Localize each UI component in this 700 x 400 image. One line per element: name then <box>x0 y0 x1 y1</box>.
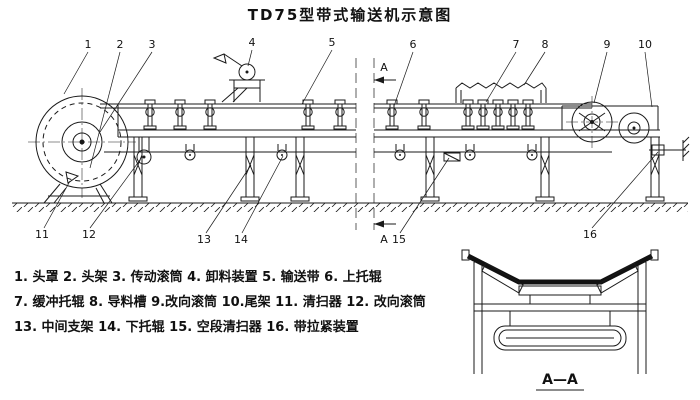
callout-4: 4 <box>249 36 256 49</box>
leader-line-9 <box>593 51 608 104</box>
section-arrow-bottom: A <box>374 220 396 246</box>
belt-cleaner <box>65 171 80 184</box>
legend-line-1: 1. 头罩 2. 头架 3. 传动滚筒 4. 卸料装置 5. 输送带 6. 上托… <box>14 269 382 285</box>
take-up-device <box>649 136 690 161</box>
leader-line-13 <box>205 164 252 234</box>
callout-7: 7 <box>513 38 520 51</box>
leader-line-12 <box>89 159 141 229</box>
callout-11: 11 <box>35 228 49 241</box>
leader-line-11 <box>43 180 71 229</box>
tail-section <box>561 96 690 161</box>
leader-line-1 <box>63 51 89 95</box>
section-label-group: A—A <box>536 372 584 391</box>
return-cleaner <box>443 152 461 162</box>
callout-12: 12 <box>82 228 96 241</box>
callout-6: 6 <box>410 38 417 51</box>
page-title: TD75型带式输送机示意图 <box>248 6 453 24</box>
section-view <box>461 249 659 374</box>
leader-line-8 <box>523 51 546 86</box>
leader-line-14 <box>241 155 284 234</box>
discharge-device <box>212 53 265 103</box>
callout-16: 16 <box>583 228 597 241</box>
belt-and-frame <box>100 103 660 153</box>
section-label: A—A <box>542 372 578 388</box>
bend-pulley-head <box>136 137 152 165</box>
callout-15: 15 <box>392 233 406 246</box>
leader-line-3 <box>99 51 153 133</box>
leader-line-16 <box>591 151 659 229</box>
buffer-idlers <box>461 99 535 130</box>
section-arrow-top: A <box>374 61 396 84</box>
callout-2: 2 <box>117 38 124 51</box>
callout-numbers: 1 2 3 4 5 6 7 8 9 10 11 12 13 14 15 16 <box>35 36 652 246</box>
callout-8: 8 <box>542 38 549 51</box>
callout-9: 9 <box>604 38 611 51</box>
leader-line-15 <box>399 157 450 234</box>
callout-14: 14 <box>234 233 248 246</box>
callout-1: 1 <box>85 38 92 51</box>
legend: 1. 头罩 2. 头架 3. 传动滚筒 4. 卸料装置 5. 输送带 6. 上托… <box>14 269 426 335</box>
leader-line-2 <box>89 51 121 169</box>
trough-belt <box>466 253 654 285</box>
callout-5: 5 <box>329 36 336 49</box>
section-marker-bottom: A <box>380 233 388 246</box>
section-marker-top: A <box>380 61 388 74</box>
callout-3: 3 <box>149 38 156 51</box>
callout-10: 10 <box>638 38 652 51</box>
leader-line-10 <box>644 51 653 108</box>
callout-13: 13 <box>197 233 211 246</box>
leader-lines <box>43 49 659 234</box>
leader-line-7 <box>485 51 517 103</box>
ground-line <box>12 202 688 212</box>
loading-chute <box>455 82 547 103</box>
head-section <box>28 88 136 204</box>
legend-line-3: 13. 中间支架 14. 下托辊 15. 空段清扫器 16. 带拉紧装置 <box>14 319 359 335</box>
leader-line-4 <box>247 49 253 67</box>
leader-line-5 <box>301 49 333 105</box>
legend-line-2: 7. 缓冲托辊 8. 导料槽 9.改向滚筒 10.尾架 11. 清扫器 12. … <box>14 294 426 310</box>
leader-line-6 <box>393 51 414 107</box>
